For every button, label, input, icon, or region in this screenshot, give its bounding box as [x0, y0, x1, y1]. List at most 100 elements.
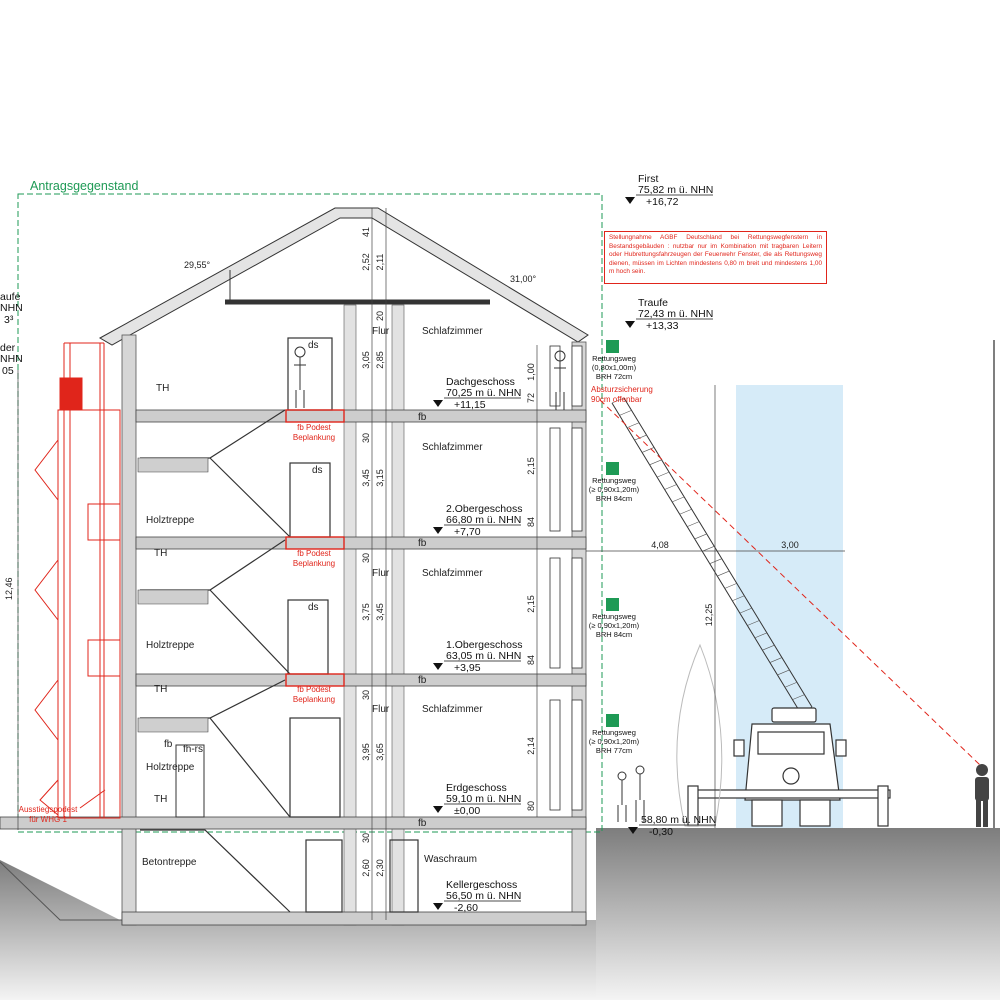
level-nhn-0: 75,82 m ü. NHN [638, 184, 713, 196]
dim-v-22: 2,15 [526, 595, 536, 613]
label-fb-3: fb [418, 818, 427, 829]
dim-v-24: 2,14 [526, 737, 536, 755]
level-rel-2: +11,15 [454, 399, 486, 411]
label-fhrs: fh-rs [183, 744, 203, 755]
room-schlafzimmer-3: Schlafzimmer [422, 704, 483, 715]
ausstieg-label-a: Ausstiegspodest [19, 805, 78, 814]
stair-1og [140, 589, 291, 719]
level-name-2: Dachgeschoss [446, 376, 515, 388]
room-flur-1: Flur [372, 568, 390, 579]
podest-label-b-0: Beplankung [293, 433, 335, 442]
level-nhn-1: 72,43 m ü. NHN [638, 308, 713, 320]
dim-v-20: 2,15 [526, 457, 536, 475]
dim-v-8: 3,15 [375, 469, 385, 487]
dim-v-25: 80 [526, 801, 536, 811]
dimension-lines [17, 208, 845, 920]
dim-v-6: 30 [361, 433, 371, 443]
level-marker-6 [433, 903, 443, 910]
left-boden-nhn: NHN [0, 353, 23, 365]
label-ds-0: ds [308, 340, 319, 351]
left-traufe-nhn: NHN [0, 302, 23, 314]
door-2og [289, 462, 331, 538]
level-rel-0: +16,72 [646, 196, 679, 208]
dim-v-12: 30 [361, 690, 371, 700]
level-name-4: 1.Obergeschoss [446, 639, 522, 651]
label-fb-1: fb [418, 538, 427, 549]
podest-label-b-1: Beplankung [293, 559, 335, 568]
label-fb-0: fb [418, 412, 427, 423]
room-betontreppe: Betontreppe [142, 857, 197, 868]
rettungsweg-brh-1: BRH 84cm [596, 494, 632, 503]
level-rel-7: -0,30 [649, 826, 673, 838]
dim-v-2: 2,11 [375, 254, 385, 271]
room-waschraum: Waschraum [424, 854, 477, 865]
dim-h-0: 4,08 [651, 540, 669, 550]
left-height: 12,46 [4, 577, 14, 600]
dim-h-1: 3,00 [781, 540, 799, 550]
room-th-0: TH [156, 383, 169, 394]
level-marker-3 [433, 527, 443, 534]
room-holztreppe-0: Holztreppe [146, 515, 195, 526]
dim-v-1: 2,52 [361, 253, 371, 271]
left-traufe: aufe [0, 291, 21, 303]
label-ds-1: ds [312, 465, 323, 476]
dim-v-9: 30 [361, 553, 371, 563]
ausstieg-label-b: für WHG 1 [29, 815, 67, 824]
label-ds-2: ds [308, 602, 319, 613]
level-marker-7 [628, 827, 638, 834]
dim-v-16: 2,60 [361, 859, 371, 877]
podest-label-b-2: Beplankung [293, 695, 335, 704]
level-nhn-3: 66,80 m ü. NHN [446, 514, 521, 526]
rettungsweg-size-1: (≥ 0,90x1,20m) [589, 485, 640, 494]
rettungsweg-brh-3: BRH 77cm [596, 746, 632, 755]
level-rel-3: +7,70 [454, 526, 481, 538]
level-nhn-2: 70,25 m ü. NHN [446, 387, 521, 399]
tree-outline [676, 643, 723, 827]
exit-sign-icon-2 [606, 598, 619, 611]
podest-label-a-2: fb Podest [297, 685, 332, 694]
rettungsweg-size-3: (≥ 0,90x1,20m) [589, 737, 640, 746]
level-rel-1: +13,33 [646, 320, 679, 332]
door-eg [289, 717, 341, 818]
ausstieg-arrow [79, 789, 106, 809]
podest-highlights [285, 409, 345, 687]
dim-v-11: 3,45 [375, 603, 385, 621]
slab-2og [135, 536, 587, 550]
level-marker-5 [433, 806, 443, 813]
ground-left-line [0, 861, 122, 921]
fire-truck [687, 707, 891, 827]
project-boundary-label: Antragsgegenstand [30, 179, 138, 193]
person-figures [294, 346, 645, 822]
rettungsweg-title-3: Rettungsweg [592, 728, 636, 737]
dim-v-10: 3,75 [361, 603, 371, 621]
level-rel-5: ±0,00 [454, 805, 480, 817]
room-th-3: TH [154, 794, 167, 805]
room-schlafzimmer-1: Schlafzimmer [422, 442, 483, 453]
level-name-6: Kellergeschoss [446, 879, 517, 891]
level-nhn-5: 59,10 m ü. NHN [446, 793, 521, 805]
room-flur-2: Flur [372, 704, 390, 715]
slab-dg [135, 409, 587, 423]
dim-v-18: 1,00 [526, 363, 536, 381]
rettungsweg-size-0: (0,80x1,00m) [592, 363, 637, 372]
level-marker-0 [625, 197, 635, 204]
exit-sign-icon-3 [606, 714, 619, 727]
dim-v-5: 2,85 [375, 351, 385, 369]
level-marker-2 [433, 400, 443, 407]
windows-right [549, 345, 583, 811]
rettungsweg-title-1: Rettungsweg [592, 476, 636, 485]
dim-v-26: 12,25 [704, 604, 714, 627]
dim-v-15: 30 [361, 833, 371, 843]
slab-1og [135, 673, 587, 687]
level-name-3: 2.Obergeschoss [446, 503, 522, 515]
rettungsweg-brh-0: BRH 72cm [596, 372, 632, 381]
level-name-5: Erdgeschoss [446, 782, 507, 794]
dim-v-17: 2,30 [375, 859, 385, 877]
agbf-note: Stellungnahme AGBF Deutschland bei Rettu… [604, 231, 827, 284]
room-schlafzimmer-0: Schlafzimmer [422, 326, 483, 337]
dim-v-3: 20 [375, 311, 385, 321]
door-fhrs [175, 744, 205, 818]
dim-v-23: 84 [526, 655, 536, 665]
room-flur-0: Flur [372, 326, 390, 337]
door-kg-2 [389, 839, 419, 913]
